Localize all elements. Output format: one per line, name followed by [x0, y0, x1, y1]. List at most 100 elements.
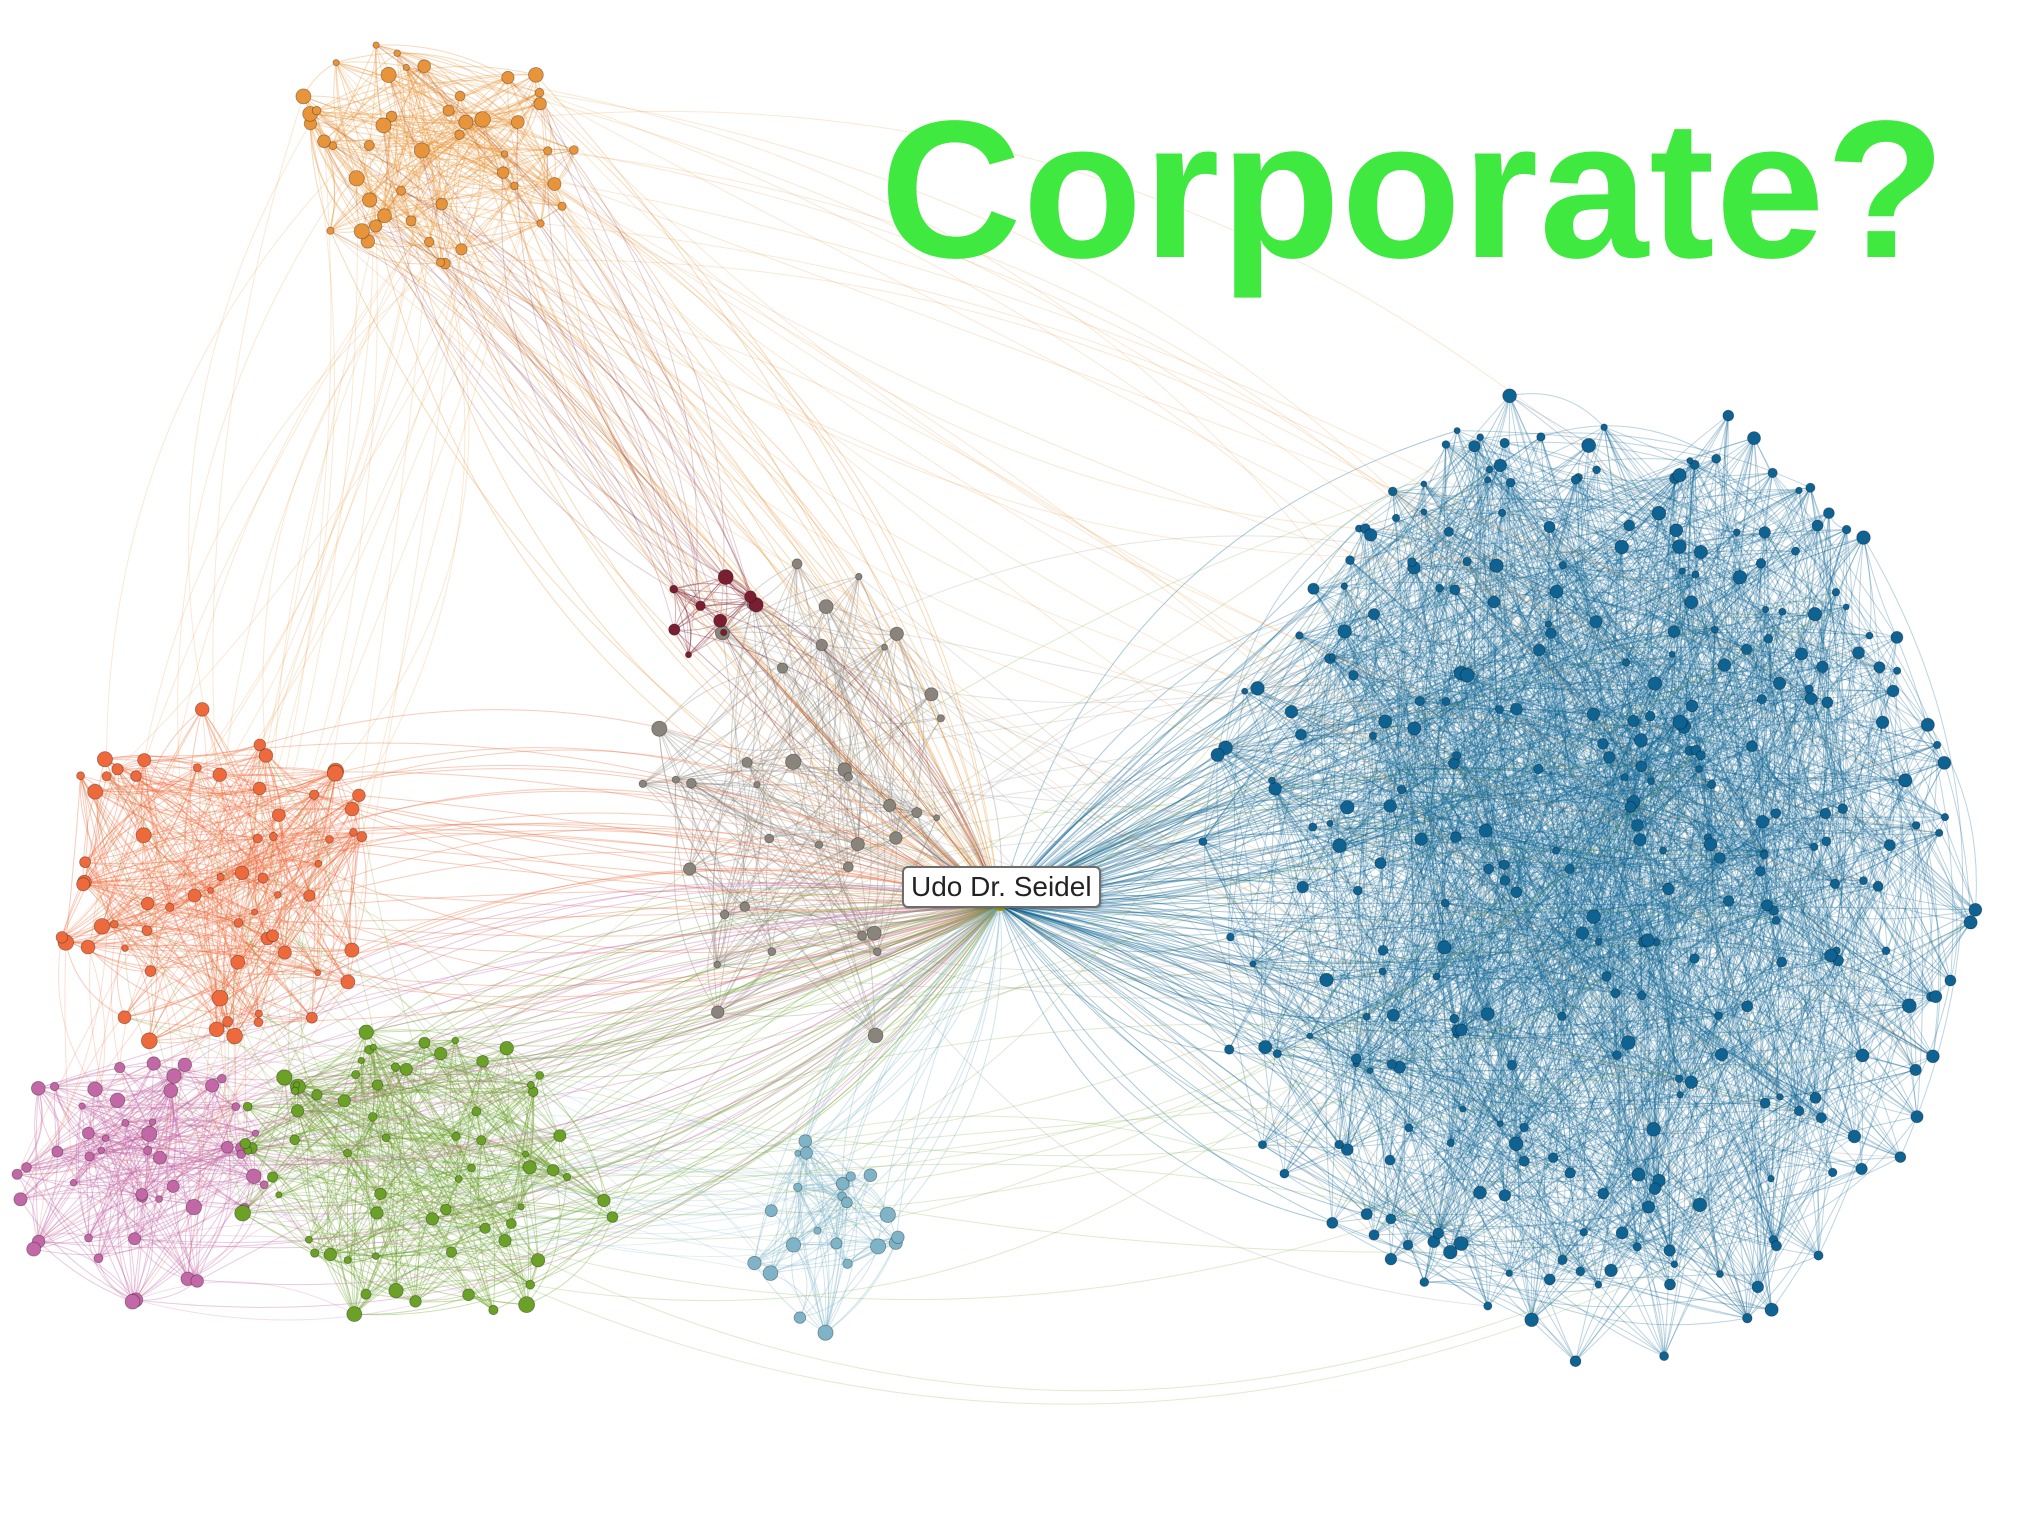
network-edge — [241, 831, 354, 874]
network-edge — [385, 1111, 477, 1139]
network-edge — [308, 1047, 507, 1240]
network-node — [290, 1104, 305, 1118]
network-edge — [313, 794, 357, 983]
network-edge — [391, 115, 518, 123]
network-node — [1360, 1208, 1373, 1221]
network-edge — [54, 1065, 223, 1087]
network-edge — [722, 625, 823, 646]
network-node — [682, 862, 697, 876]
network-edge — [752, 603, 859, 845]
network-edge — [448, 77, 509, 112]
network-edge — [1700, 755, 1822, 1098]
network-node — [84, 1151, 95, 1162]
network-edge — [717, 644, 823, 1013]
network-node — [190, 1274, 204, 1288]
network-edge — [106, 775, 171, 908]
network-edge — [87, 946, 259, 1015]
network-edge — [353, 1061, 484, 1315]
network-edge — [1373, 613, 1879, 887]
network-edge — [141, 1078, 223, 1195]
network-edge — [95, 767, 198, 795]
network-edge — [455, 1135, 554, 1171]
network-edge — [387, 116, 430, 243]
network-node — [500, 150, 509, 158]
network-edge — [88, 1085, 213, 1239]
network-edge — [306, 1094, 355, 1315]
network-edge — [1441, 708, 1517, 1019]
network-edge — [1694, 880, 1864, 959]
network-edge — [744, 906, 863, 937]
network-edge — [716, 838, 770, 965]
network-edge — [423, 1042, 568, 1178]
network-edge — [252, 838, 268, 939]
network-edge — [265, 755, 353, 951]
network-node — [135, 827, 152, 844]
network-node — [1684, 1075, 1699, 1089]
network-edge — [84, 838, 258, 883]
network-edge — [1766, 844, 1890, 906]
network-edge — [80, 770, 336, 795]
network-node — [393, 49, 401, 57]
network-edge — [361, 67, 411, 232]
network-edge — [833, 576, 877, 1036]
network-edge — [1401, 788, 1816, 1099]
network-edge — [237, 794, 315, 963]
network-edge — [365, 1031, 433, 1219]
network-node — [130, 770, 142, 782]
network-edge — [124, 947, 221, 999]
network-edge — [691, 782, 878, 953]
network-edge — [242, 1110, 298, 1214]
network-edge — [296, 1060, 483, 1089]
network-edge — [98, 1090, 172, 1259]
network-edge — [396, 53, 442, 263]
network-edge — [254, 836, 275, 913]
network-edge — [284, 1077, 605, 1201]
network-node — [369, 1043, 377, 1051]
network-node — [1689, 953, 1700, 964]
network-edge — [721, 563, 798, 634]
network-edge — [722, 632, 821, 845]
network-edge — [1456, 757, 1610, 1035]
network-edge — [349, 836, 363, 951]
network-edge — [1291, 711, 1822, 1118]
network-edge — [804, 1140, 830, 1333]
network-edge — [207, 755, 267, 1022]
network-edge — [752, 604, 863, 936]
network-edge — [782, 563, 798, 669]
network-edge — [335, 62, 575, 151]
network-edge — [17, 1173, 198, 1282]
network-node — [258, 748, 274, 763]
network-edge — [143, 759, 212, 891]
network-edge — [54, 1086, 102, 1151]
network-edge — [278, 1135, 560, 1196]
network-edge — [201, 709, 264, 879]
network-edge — [73, 1137, 107, 1184]
network-node — [1499, 875, 1511, 886]
network-edge — [219, 976, 349, 999]
network-edge — [170, 1090, 245, 1209]
network-edge — [105, 1085, 213, 1139]
network-node — [425, 1212, 439, 1226]
network-node — [872, 947, 882, 957]
network-edge — [296, 1084, 457, 1139]
network-node — [326, 226, 335, 235]
network-edge — [247, 1150, 355, 1315]
network-node — [1352, 885, 1363, 896]
network-edge — [372, 1046, 494, 1311]
network-edge — [689, 868, 773, 952]
network-node — [212, 767, 227, 782]
network-edge — [385, 1137, 447, 1210]
network-node — [253, 1017, 264, 1028]
network-edge — [96, 759, 148, 931]
network-edge — [219, 772, 336, 777]
network-edge — [54, 1067, 120, 1087]
network-edge — [752, 603, 891, 806]
network-edge — [1449, 766, 1642, 1253]
network-node — [1890, 631, 1904, 644]
network-edge — [1454, 589, 1600, 942]
network-edge — [388, 74, 462, 250]
network-edge — [147, 794, 360, 904]
network-edge — [825, 1202, 848, 1333]
network-edge — [308, 1227, 486, 1258]
network-edge — [1625, 464, 1696, 663]
